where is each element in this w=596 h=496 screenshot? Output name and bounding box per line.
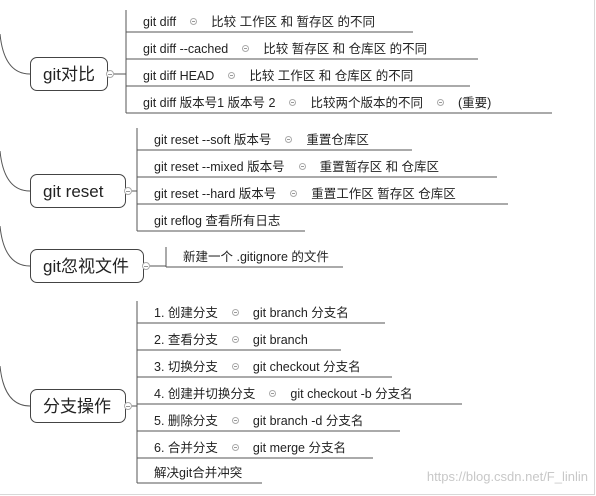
branch-item-text: git reset --hard 版本号 [154,186,277,201]
branch-item-text: git diff --cached [143,41,229,56]
note-marker-icon[interactable] [290,190,298,198]
root-connector [0,33,31,75]
note-marker-icon[interactable] [269,390,277,398]
branch-item[interactable]: git diff HEAD 比较 工作区 和 仓库区 的不同 [143,67,413,84]
branch-item[interactable]: 1. 创建分支 git branch 分支名 [154,304,349,321]
note-marker-icon[interactable] [231,336,239,344]
branch-item-text: git reflog 查看所有日志 [154,213,281,228]
topic-node[interactable]: git忽视文件 [30,249,144,283]
branch-item[interactable]: 解决git合并冲突 [154,464,242,481]
branch-item-text: 解决git合并冲突 [154,465,243,480]
branch-item-text: 3. 切换分支 [154,359,218,374]
branch-item-text: git checkout -b 分支名 [290,386,413,401]
note-marker-icon[interactable] [231,363,239,371]
branch-item-text: 比较 暂存区 和 仓库区 的不同 [263,41,428,56]
collapse-toggle-icon[interactable] [142,262,150,270]
branch-item-text: git branch -d 分支名 [252,413,364,428]
note-marker-icon[interactable] [231,444,239,452]
root-connector [0,150,31,192]
branch-item-text: 重置仓库区 [306,132,369,147]
branch-item-text: git diff HEAD [143,68,215,83]
note-marker-icon[interactable] [231,417,239,425]
branch-item-text: 重置工作区 暂存区 仓库区 [311,186,456,201]
branch-item-text: 比较 工作区 和 仓库区 的不同 [249,68,414,83]
branch-item[interactable]: git diff --cached 比较 暂存区 和 仓库区 的不同 [143,40,427,57]
branch-item[interactable]: git diff 比较 工作区 和 暂存区 的不同 [143,13,375,30]
branch-item[interactable]: 3. 切换分支 git checkout 分支名 [154,358,361,375]
branch-item-text: git diff 版本号1 版本号 2 [143,95,276,110]
branch-item-text: (重要) [457,95,492,110]
branch-item-text: git branch [252,332,308,347]
branch-item[interactable]: git reflog 查看所有日志 [154,212,280,229]
branch-item[interactable]: 5. 删除分支 git branch -d 分支名 [154,412,363,429]
branch-item-text: 比较两个版本的不同 [310,95,423,110]
branch-item-text: 6. 合并分支 [154,440,218,455]
branch-item[interactable]: git diff 版本号1 版本号 2 比较两个版本的不同 (重要) [143,94,491,111]
branch-item-text: 比较 工作区 和 暂存区 的不同 [211,14,376,29]
branch-item[interactable]: 6. 合并分支 git merge 分支名 [154,439,346,456]
note-marker-icon[interactable] [242,45,250,53]
branch-item-text: 重置暂存区 和 仓库区 [319,159,440,174]
note-marker-icon[interactable] [190,18,198,26]
root-connector [0,365,31,407]
branch-item[interactable]: 2. 查看分支 git branch [154,331,308,348]
branch-item-text: git branch 分支名 [252,305,349,320]
branch-item-text: 4. 创建并切换分支 [154,386,256,401]
note-marker-icon[interactable] [228,72,236,80]
branch-item-text: 1. 创建分支 [154,305,218,320]
branch-item-text: 5. 删除分支 [154,413,218,428]
branch-item[interactable]: 新建一个 .gitignore 的文件 [183,248,329,265]
branch-item-text: git reset --mixed 版本号 [154,159,285,174]
watermark: https://blog.csdn.net/F_linlin [426,469,588,484]
note-marker-icon[interactable] [231,309,239,317]
topic-node[interactable]: git reset [30,174,126,208]
root-connector [0,225,31,267]
collapse-toggle-icon[interactable] [106,70,114,78]
topic-node[interactable]: git对比 [30,57,108,91]
note-marker-icon[interactable] [436,99,444,107]
branch-item[interactable]: git reset --mixed 版本号 重置暂存区 和 仓库区 [154,158,439,175]
collapse-toggle-icon[interactable] [124,402,132,410]
branch-item-text: git reset --soft 版本号 [154,132,272,147]
branch-item[interactable]: git reset --soft 版本号 重置仓库区 [154,131,369,148]
branch-item[interactable]: 4. 创建并切换分支 git checkout -b 分支名 [154,385,413,402]
note-marker-icon[interactable] [298,163,306,171]
collapse-toggle-icon[interactable] [124,187,132,195]
branch-item-text: 新建一个 .gitignore 的文件 [183,249,329,264]
branch-item[interactable]: git reset --hard 版本号 重置工作区 暂存区 仓库区 [154,185,456,202]
branch-item-text: git checkout 分支名 [252,359,361,374]
topic-node[interactable]: 分支操作 [30,389,126,423]
branch-item-text: 2. 查看分支 [154,332,218,347]
branch-item-text: git diff [143,14,177,29]
note-marker-icon[interactable] [289,99,297,107]
note-marker-icon[interactable] [285,136,293,144]
branch-item-text: git merge 分支名 [252,440,346,455]
